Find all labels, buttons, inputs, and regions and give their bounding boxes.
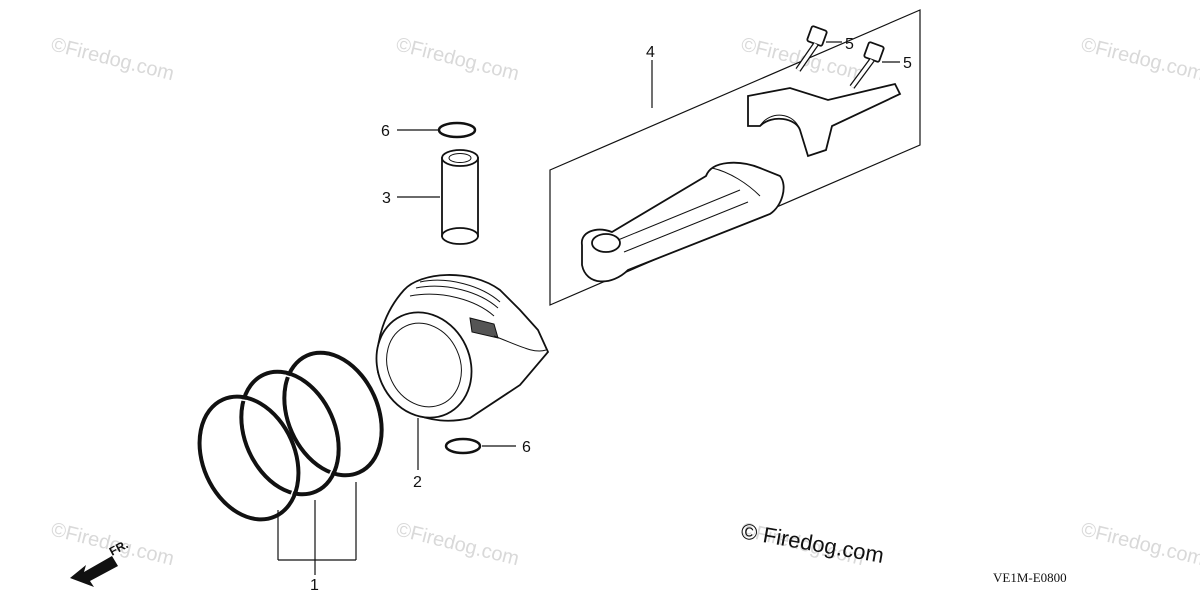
watermark-group: ©Firedog.com ©Firedog.com ©Firedog.com ©…	[49, 34, 1200, 571]
piston-ring[interactable]	[266, 337, 400, 491]
diagram-code: VE1M-E0800	[993, 570, 1067, 585]
piston-pin-clip[interactable]	[444, 437, 482, 455]
ring-set-bracket	[277, 482, 357, 575]
callout-clip: 6	[381, 123, 390, 140]
watermark: ©Firedog.com	[394, 519, 521, 571]
callout-piston: 2	[413, 474, 422, 491]
rod-bolt[interactable]	[849, 41, 885, 89]
piston-pin-clip[interactable]	[437, 121, 477, 139]
piston-ring[interactable]	[181, 381, 317, 535]
watermark: ©Firedog.com	[49, 34, 176, 86]
callout-ring-set: 1	[310, 577, 319, 594]
callout-clip: 6	[522, 439, 531, 456]
watermark: ©Firedog.com	[1079, 34, 1200, 86]
callout-connecting-rod: 4	[646, 44, 655, 61]
piston[interactable]	[359, 274, 550, 433]
callout-bolt: 5	[845, 36, 854, 53]
brand-mark: © Firedog.com	[739, 518, 886, 568]
watermark: ©Firedog.com	[394, 34, 521, 86]
watermark: ©Firedog.com	[1079, 519, 1200, 571]
callout-bolt: 5	[903, 55, 912, 72]
rod-bolt[interactable]	[795, 25, 828, 72]
piston-ring[interactable]	[223, 356, 357, 510]
connecting-rod[interactable]	[581, 161, 785, 283]
rod-cap[interactable]	[747, 82, 902, 158]
piston-pin[interactable]	[441, 149, 479, 245]
connecting-rod-kit-box	[549, 9, 921, 306]
callout-piston-pin: 3	[382, 190, 391, 207]
